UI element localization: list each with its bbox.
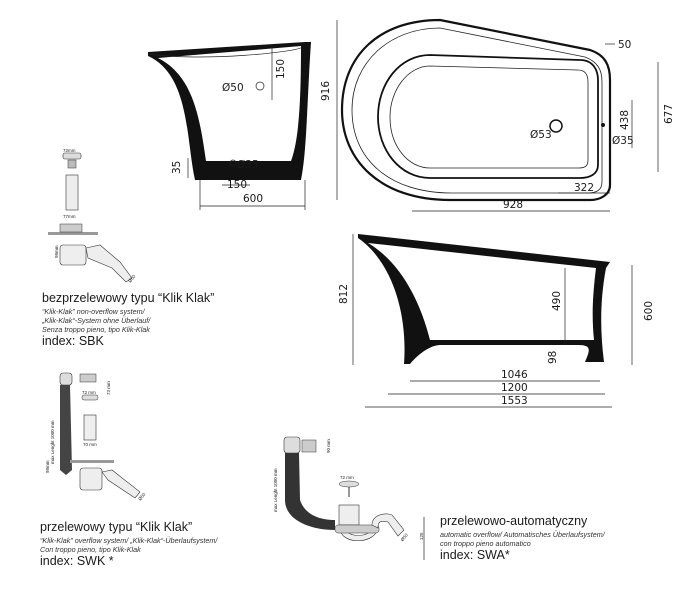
- dim-front-bottom-len: 1046: [501, 369, 528, 381]
- drain-swk-desc-2: Con troppo pieno, tipo Klik-Klak: [40, 545, 141, 554]
- drain-swk-diagram: 73 mm 72 mm 70 mm max Lenght 1000 mm 98m…: [45, 372, 147, 501]
- dim-front-inner-depth: 490: [551, 291, 563, 311]
- drain-swa-diagram: 90 mm 72 mm max Lenght 1000 mm Ø50 125: [273, 436, 425, 560]
- dim-front-height-back: 812: [338, 284, 350, 304]
- drain-sbk-diagram: 72mm 77mm 98mm Ø50: [48, 148, 137, 283]
- dim-side-h-base: 35: [171, 161, 183, 174]
- drain-sbk-desc-3: Senza troppo pieno, tipo Klik-Klak: [42, 325, 150, 334]
- dim-top-depth: 916: [320, 81, 332, 101]
- drain-swa-label-pipe: Ø50: [400, 532, 410, 542]
- drain-swk-label-body: 70 mm: [83, 442, 97, 447]
- dim-top-d-overflow: Ø35: [612, 135, 634, 147]
- dim-front-base: 98: [547, 351, 559, 364]
- drain-swk-label-pipe: Ø50: [137, 491, 147, 501]
- dim-side-w-drain: 150: [227, 179, 247, 191]
- drain-sbk-desc-2: „Klik-Klak“-System ohne Überlauf/: [42, 316, 151, 325]
- top-view: 916 50 677 438 Ø53 Ø35 322 928: [320, 18, 675, 212]
- dim-top-drain-x: 322: [574, 182, 594, 194]
- dim-top-right-depth: 677: [663, 104, 675, 124]
- overflow-hole-icon: [255, 81, 265, 91]
- dim-side-h-top: 150: [275, 59, 287, 79]
- drain-swa-label-overflow: 90 mm: [326, 439, 331, 453]
- drain-swk-label-height: 98mm: [45, 460, 50, 473]
- drain-swa-desc-2: con troppo pieno automatico: [440, 539, 531, 548]
- drain-sbk-caption: bezprzelewowy typu “Klik Klak” “Klik-Kla…: [42, 291, 214, 348]
- drain-swa-index: index: SWA*: [440, 548, 510, 562]
- drain-sbk-title: bezprzelewowy typu “Klik Klak”: [42, 291, 215, 305]
- drain-hole-icon: [549, 119, 563, 133]
- drain-swk-label-overflow: 73 mm: [106, 381, 111, 395]
- dim-side-d-drain: Ø35: [237, 159, 259, 171]
- drain-hole-icon: [229, 159, 237, 167]
- drain-swa-label-cap: 72 mm: [340, 475, 354, 480]
- dim-front-total-len: 1553: [501, 395, 528, 407]
- drain-sbk-label-pipe: Ø50: [127, 273, 137, 283]
- dim-top-length: 928: [503, 199, 523, 211]
- drain-swk-index: index: SWK *: [40, 554, 114, 568]
- drain-sbk-index: index: SBK: [42, 334, 104, 348]
- drain-swa-desc-1: automatic overflow/ Automatisches Überla…: [440, 530, 605, 539]
- dim-top-drain-offset: 438: [619, 110, 631, 130]
- drain-swa-label-hose: max Lenght 1000 mm: [273, 468, 278, 512]
- drain-swk-label-hose: max Lenght 1000 mm: [50, 420, 55, 464]
- drain-sbk-label-height: 98mm: [54, 245, 59, 258]
- drain-swa-label-height: 125: [419, 532, 424, 540]
- drain-swk-label-cap: 72 mm: [82, 390, 96, 395]
- dim-top-rim: 50: [618, 39, 631, 51]
- drain-sbk-label-body: 77mm: [63, 214, 76, 219]
- dim-side-d-top: Ø50: [222, 82, 244, 94]
- drain-swk-desc-1: “Klik-Klak” overflow system/ „Klik-Klak“…: [40, 536, 218, 545]
- dim-front-mid-len: 1200: [501, 382, 528, 394]
- dim-side-width: 600: [243, 193, 263, 205]
- front-view: 812 490 600 98 1046 1200 1553: [338, 234, 655, 408]
- drain-sbk-desc-1: “Klik-Klak” non-overflow system/: [42, 307, 145, 316]
- drain-swk-caption: przelewowy typu “Klik Klak” “Klik-Klak” …: [40, 520, 217, 568]
- drain-swk-title: przelewowy typu “Klik Klak”: [40, 520, 193, 534]
- drain-swa-title: przelewowo-automatyczny: [440, 514, 588, 528]
- dim-top-d-drain: Ø53: [530, 129, 552, 141]
- drain-swa-caption: przelewowo-automatyczny automatic overfl…: [440, 514, 605, 562]
- dim-front-height-front: 600: [643, 301, 655, 321]
- drain-sbk-label-cap: 72mm: [63, 148, 76, 153]
- side-view: 150 Ø50 35 Ø35 150 600: [148, 42, 311, 210]
